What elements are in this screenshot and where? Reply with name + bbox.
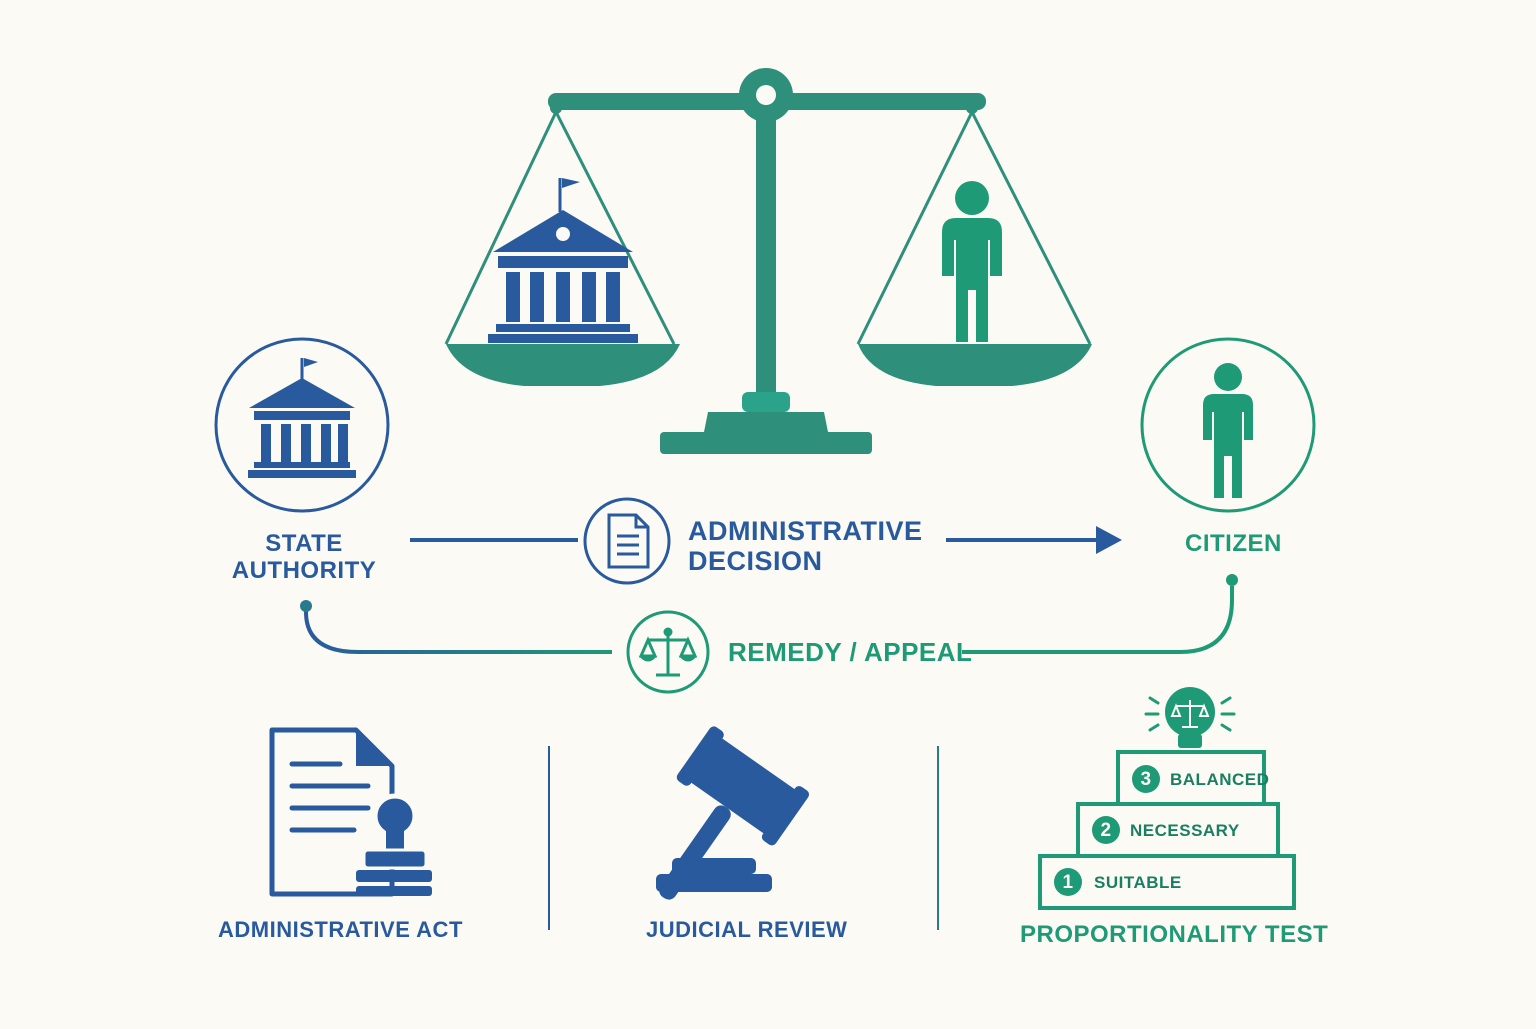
state-authority-line2: AUTHORITY (231, 556, 377, 584)
proportionality-test-label: PROPORTIONALITY TEST (1020, 921, 1329, 948)
scales-icon (638, 627, 698, 677)
step-2-number: 2 (1100, 820, 1112, 841)
step-1-number: 1 (1062, 872, 1074, 893)
judicial-review-label: JUDICIAL REVIEW (646, 917, 848, 942)
remedy-arrow (300, 574, 1238, 694)
step-3-label: BALANCED (1170, 770, 1270, 789)
step-3-number: 3 (1140, 769, 1152, 790)
administrative-decision-line2: DECISION (688, 546, 823, 577)
step-1-label: SUITABLE (1094, 873, 1182, 892)
gavel-icon (656, 726, 809, 900)
balanced-scale-bulb-icon (1144, 687, 1236, 748)
step-2-label: NECESSARY (1130, 821, 1240, 840)
proportionality-steps (1038, 750, 1296, 910)
administrative-act-label: ADMINISTRATIVE ACT (218, 917, 463, 942)
pan-person-icon (942, 181, 1002, 342)
person-icon (1203, 363, 1253, 498)
document-stamp-icon (269, 727, 432, 897)
administrative-decision-label: ADMINISTRATIVE DECISION (688, 516, 923, 576)
document-icon (607, 513, 650, 569)
state-authority-node (214, 337, 390, 513)
remedy-appeal-label: REMEDY / APPEAL (728, 637, 973, 667)
state-authority-line1: STATE (265, 530, 343, 557)
state-authority-label: STATE AUTHORITY (222, 530, 386, 585)
administrative-decision-line1: ADMINISTRATIVE (688, 516, 923, 546)
government-building-icon (248, 358, 356, 478)
pan-government-building-icon (488, 178, 638, 343)
citizen-node (1140, 337, 1316, 513)
citizen-label: CITIZEN (1185, 530, 1282, 557)
balance-scale (444, 68, 1092, 454)
decision-arrow (410, 497, 1122, 585)
